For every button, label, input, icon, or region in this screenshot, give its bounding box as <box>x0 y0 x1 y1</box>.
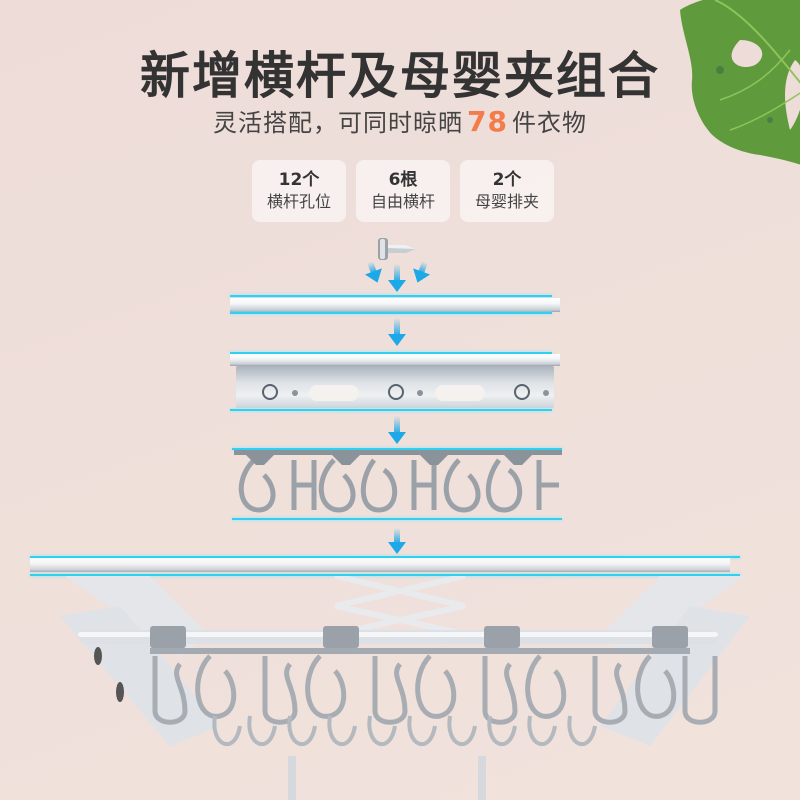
feature-badges: 12个 横杆孔位 6根 自由横杆 2个 母婴排夹 <box>252 160 554 222</box>
subtitle-prefix: 灵活搭配，可同时晾晒 <box>213 109 464 137</box>
drying-rack-icon <box>60 576 750 800</box>
page-title: 新增横杆及母婴夹组合 <box>140 47 660 105</box>
feature-count: 12个 <box>278 170 320 190</box>
subtitle-suffix: 件衣物 <box>511 109 587 137</box>
feature-label: 母婴排夹 <box>474 192 539 211</box>
feature-label: 横杆孔位 <box>266 192 331 211</box>
screw-icon <box>378 238 416 260</box>
clip-hooks-icon <box>234 450 562 513</box>
monstera-leaf-icon <box>680 0 800 165</box>
feature-label: 自由横杆 <box>370 192 435 211</box>
feature-badge-clips: 2个 母婴排夹 <box>460 160 554 222</box>
feature-count: 2个 <box>492 170 522 190</box>
feature-badge-holes: 12个 横杆孔位 <box>252 160 346 222</box>
feature-count: 6根 <box>388 170 418 190</box>
clothes-count-highlight: 78 <box>467 105 508 138</box>
feature-badge-rods: 6根 自由横杆 <box>356 160 450 222</box>
